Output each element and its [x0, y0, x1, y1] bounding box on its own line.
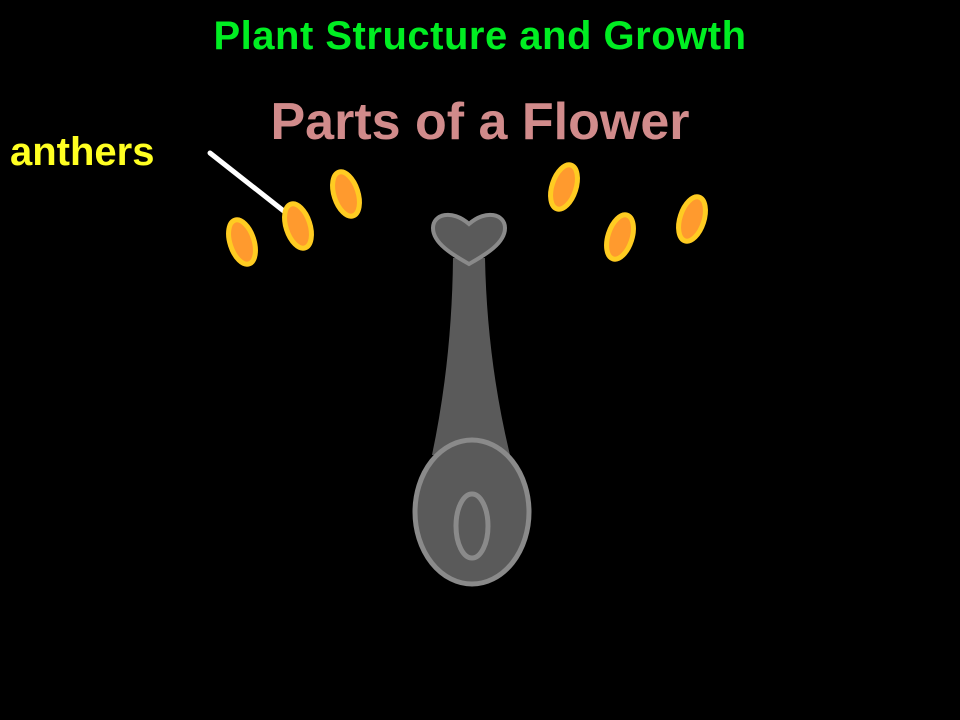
- page-title: Plant Structure and Growth: [213, 14, 747, 58]
- ovule: [453, 491, 491, 561]
- anther-2: [282, 201, 314, 251]
- slide-subtitle: Parts of a Flower: [270, 93, 690, 151]
- anthers-label: anthers: [10, 130, 155, 174]
- anther-1: [226, 217, 258, 267]
- pistil-style: [432, 258, 510, 455]
- anther-6: [676, 194, 708, 244]
- anther-5: [604, 212, 636, 262]
- pistil-stigma: [430, 212, 508, 267]
- anther-4: [548, 162, 580, 212]
- pistil: [412, 212, 532, 587]
- anther-3: [330, 169, 362, 219]
- anthers-leader-line: [207, 150, 288, 215]
- anthers-group: [226, 162, 708, 267]
